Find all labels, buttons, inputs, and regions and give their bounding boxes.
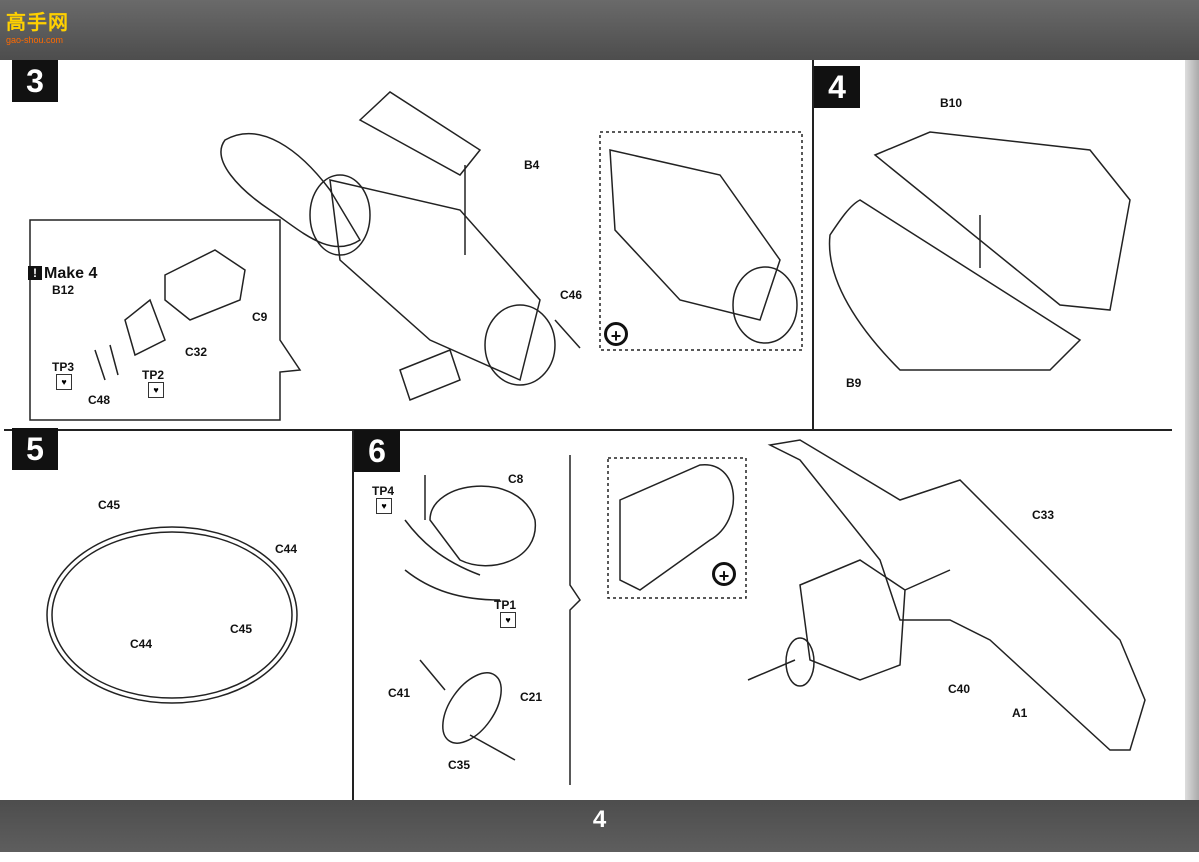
header-band xyxy=(0,0,1199,60)
divider-vertical-bottom xyxy=(352,430,354,800)
part-c8 xyxy=(429,485,536,567)
make-note: !Make 4 xyxy=(28,265,97,283)
label-c33: C33 xyxy=(1032,508,1055,522)
part-handwheel xyxy=(785,637,815,687)
site-logo[interactable]: 高手网 gao-shou.com xyxy=(6,12,69,45)
label-tp3: TP3 xyxy=(52,360,75,374)
label-c44: C44 xyxy=(130,637,153,651)
warning-icon: ! xyxy=(28,266,42,280)
label-b9: B9 xyxy=(846,376,862,390)
page-edge xyxy=(1185,60,1199,800)
part-b9-panel xyxy=(828,199,1082,371)
part-a1-frame xyxy=(767,439,1146,751)
label-c9: C9 xyxy=(252,310,268,324)
label-b12: B12 xyxy=(52,283,75,297)
label-c35: C35 xyxy=(448,758,471,772)
zoom-icon: + xyxy=(712,562,736,586)
part-bracket xyxy=(399,349,461,401)
part-b10-panel xyxy=(873,131,1131,311)
label-b10: B10 xyxy=(940,96,963,110)
label-c21: C21 xyxy=(520,690,543,704)
exhaust-barrel xyxy=(220,133,362,248)
page-number: 4 xyxy=(592,806,607,833)
part-c32 xyxy=(124,298,166,357)
step-6-badge: 6 xyxy=(354,430,400,472)
tp2-icon: ♥ xyxy=(148,382,164,398)
engine-drum xyxy=(484,304,556,386)
label-a1: A1 xyxy=(1012,706,1028,720)
label-b4: B4 xyxy=(524,158,540,172)
part-b4-cover xyxy=(358,91,482,176)
label-tp1: TP1 xyxy=(494,598,517,612)
step-4-badge: 4 xyxy=(814,66,860,108)
label-c46: C46 xyxy=(560,288,583,302)
ring-inner xyxy=(51,531,293,699)
engine-body xyxy=(329,179,541,382)
part-c9 xyxy=(164,249,246,321)
step-5-badge: 5 xyxy=(12,428,58,470)
tp1-icon: ♥ xyxy=(500,612,516,628)
label-c40: C40 xyxy=(948,682,971,696)
label-c45: C45 xyxy=(98,498,121,512)
label-c32: C32 xyxy=(185,345,208,359)
label-c8: C8 xyxy=(508,472,524,486)
tp4-icon: ♥ xyxy=(376,498,392,514)
divider-horizontal xyxy=(4,429,1172,431)
footer-edge xyxy=(0,852,1199,862)
zoom-icon: + xyxy=(604,322,628,346)
step-3-badge: 3 xyxy=(12,60,58,102)
label-tp2: TP2 xyxy=(142,368,165,382)
part-c21-wheel xyxy=(442,672,502,744)
label-c45: C45 xyxy=(230,622,253,636)
ring-outer xyxy=(46,526,298,704)
divider-vertical-top xyxy=(812,60,814,430)
footer-band xyxy=(0,800,1199,852)
label-c44: C44 xyxy=(275,542,298,556)
part-fuel-tank xyxy=(799,559,906,681)
tp3-icon: ♥ xyxy=(56,374,72,390)
subassembly-frame xyxy=(29,219,302,421)
label-tp4: TP4 xyxy=(372,484,395,498)
label-c48: C48 xyxy=(88,393,111,407)
label-c41: C41 xyxy=(388,686,411,700)
